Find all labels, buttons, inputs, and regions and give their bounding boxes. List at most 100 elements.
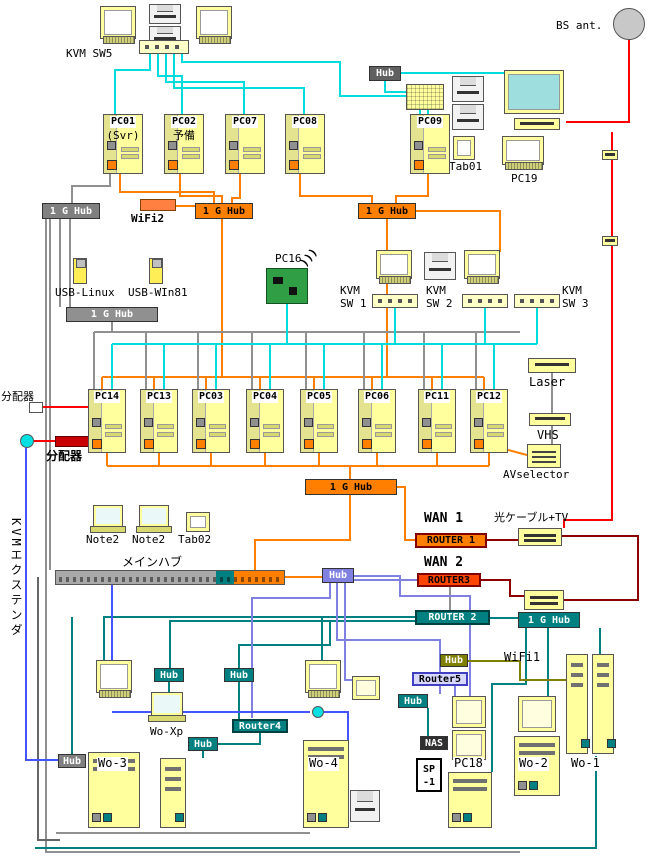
drive-slot [571, 683, 583, 687]
wo4-label: Wo-4 [308, 756, 339, 771]
hub-1g-teal: 1 G Hub [518, 612, 580, 628]
wifi2-label-text: WiFi2 [131, 212, 165, 225]
hub-1g-orange-1-text: 1 G Hub [202, 205, 246, 217]
laser-label: Laser [529, 375, 565, 390]
hub-top: Hub [369, 66, 401, 81]
port-chip [362, 439, 372, 449]
wan1-label: WAN 1 [424, 511, 464, 527]
pc18-tower [448, 772, 492, 828]
wire-cyan-1 [157, 54, 183, 114]
router4-box-text: Router4 [238, 720, 282, 732]
router1-box: ROUTER 1 [415, 533, 487, 548]
drive-slot [165, 777, 181, 781]
drive-bay [486, 424, 504, 430]
tab01-icon [453, 136, 475, 160]
keyboard-icon [198, 36, 232, 44]
kvm2-label-text: KVM [426, 284, 446, 297]
pc12-tower-text: PC12 [475, 391, 503, 403]
port-chip [474, 439, 484, 449]
screen [356, 680, 376, 696]
drive-slot [571, 663, 583, 667]
wire-olive-107 [468, 660, 588, 681]
wifi1-label: WiFi1 [504, 650, 540, 665]
wifi2-box [140, 199, 176, 211]
port-chip [229, 160, 239, 170]
kvm2-printer [424, 252, 456, 280]
drive-bay [182, 154, 200, 160]
printer-tray [459, 105, 477, 114]
note2-b-label: Note2 [132, 533, 165, 547]
wan1-label-text: WAN 1 [424, 511, 464, 526]
pc19-monitor [504, 70, 564, 114]
drive-bay [374, 432, 392, 438]
wire-teal-66 [491, 628, 527, 772]
hub-teal-b-text: Hub [229, 669, 249, 681]
pc09-tower-text: PC09 [416, 116, 444, 128]
main-hub-segment-orange [234, 571, 284, 584]
kvm3-label-text: KVM [562, 284, 582, 297]
printer-tray [459, 77, 477, 86]
hub-gray-bottom: Hub [58, 754, 86, 768]
monitor-icon [452, 730, 486, 760]
onu-box-1 [518, 528, 562, 546]
device-slot-line [604, 153, 616, 157]
note2-a-label-text: Note2 [86, 533, 120, 546]
tab02-icon [186, 512, 210, 532]
screen [100, 664, 128, 689]
monitor-icon [518, 696, 556, 732]
drive-bay [303, 146, 321, 152]
hub-1g-teal-text: 1 G Hub [527, 614, 571, 626]
port-chip [452, 813, 461, 822]
wire-dgray-12 [37, 577, 60, 841]
wo2-label-text: Wo-2 [519, 756, 548, 770]
tab02-label-text: Tab02 [178, 533, 212, 546]
wire-cyan-3 [173, 54, 305, 114]
kvm-ports [145, 45, 183, 49]
drive-slot [308, 747, 344, 751]
woxp-label-text: Wo-Xp [150, 725, 184, 738]
device-slot-line [529, 596, 559, 600]
wo1-label-text: Wo-1 [571, 756, 600, 770]
screen [104, 10, 132, 35]
kvm3-bar [514, 294, 560, 308]
screen [468, 254, 496, 275]
hikari-label: 光ケーブル+TV [494, 511, 568, 525]
pc05-tower-text: PC05 [305, 391, 333, 403]
port-chip [304, 439, 314, 449]
kvm-ports [468, 299, 502, 303]
wire-orange-17 [395, 174, 429, 203]
printer-tray [431, 253, 449, 263]
pc18-label-text: PC18 [454, 756, 483, 770]
port-chip [474, 417, 483, 427]
cyan-dot-left [20, 434, 34, 448]
wire-cyan-0 [114, 54, 151, 114]
pc02-tower-text: PC02 [170, 116, 198, 128]
drive-slot [597, 673, 609, 677]
pc19-printer-1 [452, 76, 484, 102]
pc18-label: PC18 [453, 756, 484, 771]
hub-teal-d: Hub [398, 694, 428, 708]
wire-purple-71 [251, 583, 331, 718]
main-hub-label: メインハブ [122, 555, 182, 570]
device-slot-line [534, 417, 566, 421]
device-slot-line [524, 538, 556, 542]
hub-1g-orange-2: 1 G Hub [358, 203, 416, 219]
wire-maroon-53 [481, 579, 524, 597]
router3-box-text: ROUTER3 [427, 574, 471, 586]
drive-slot [165, 767, 181, 771]
pc12-tower: PC12 [470, 389, 508, 453]
screen [506, 140, 540, 161]
wo1-label: Wo-1 [570, 756, 601, 771]
port-chip [422, 439, 432, 449]
pc08-tower-text: PC08 [291, 116, 319, 128]
port-chip [92, 813, 101, 822]
wo4-tower [303, 740, 349, 828]
bunpaiki-label-text: 分配器 [46, 449, 83, 463]
router5-box-text: Router5 [418, 673, 462, 685]
usb-win81-label: USB-WIn81 [128, 286, 188, 300]
wo4-monitor [305, 660, 341, 698]
wire-teal-61 [218, 733, 261, 745]
av-selector-device [527, 444, 561, 468]
